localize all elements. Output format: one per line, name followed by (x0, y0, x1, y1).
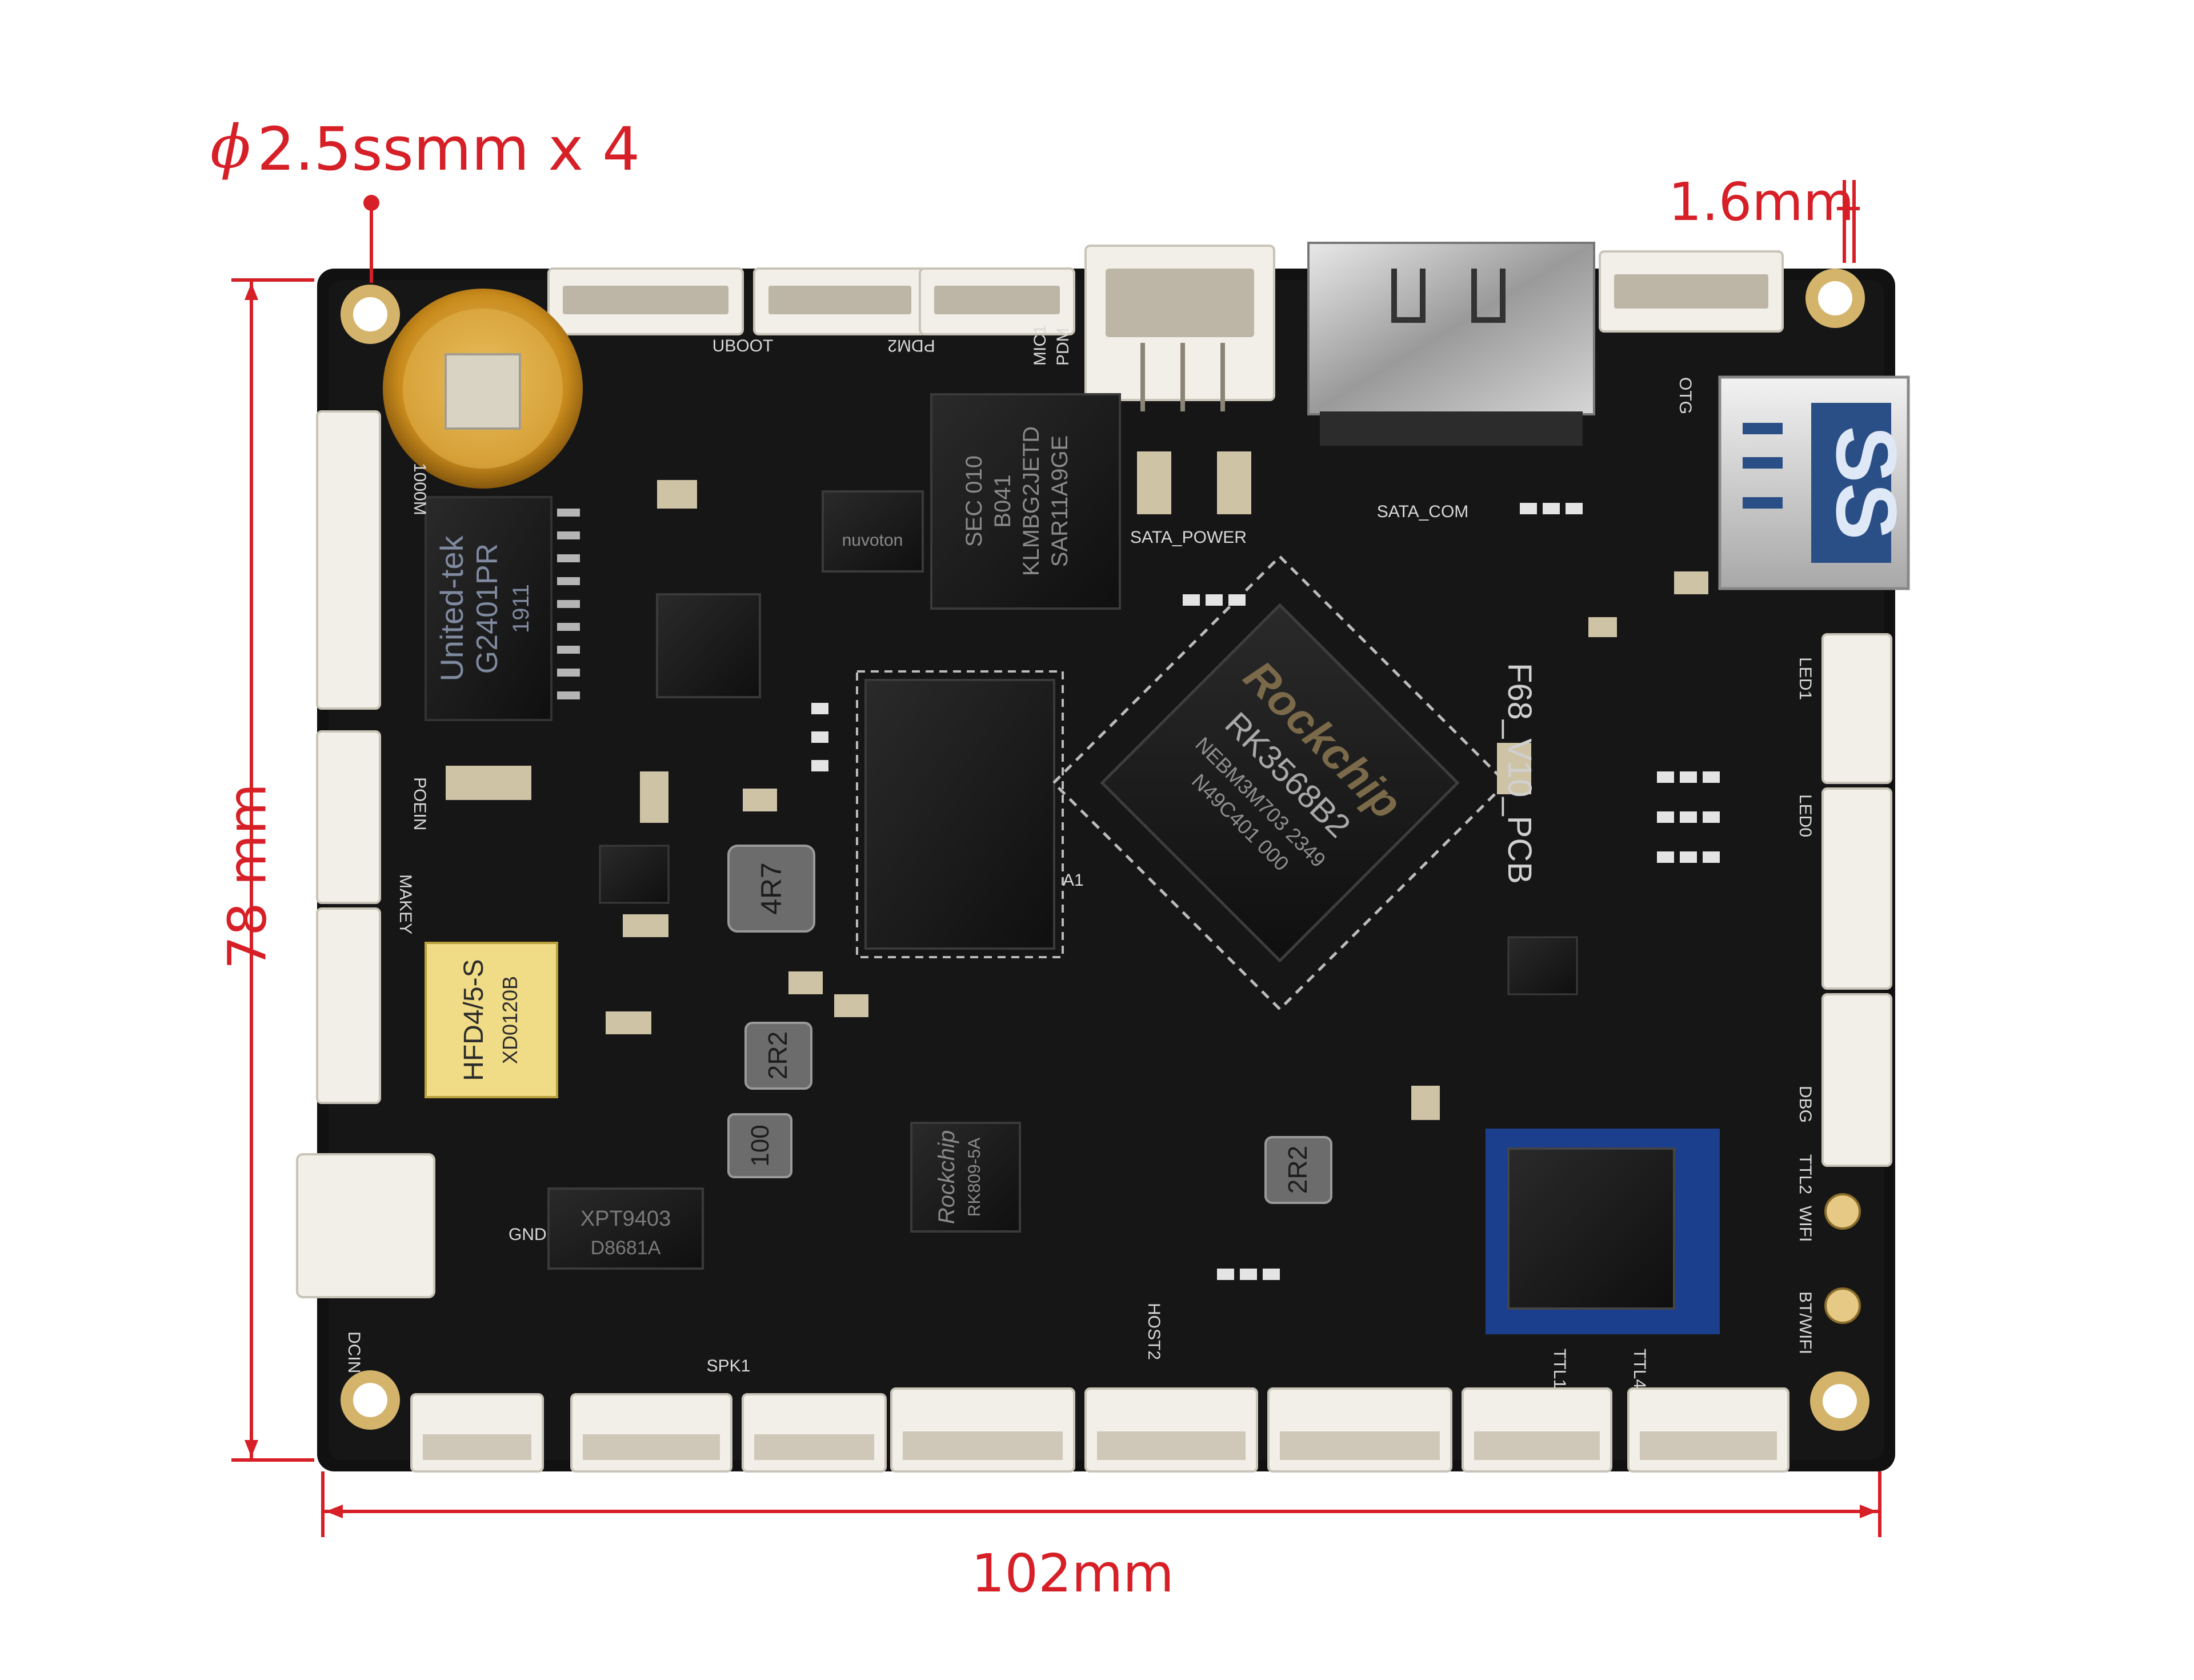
inductors (727, 845, 1332, 1204)
sata-connector (1307, 242, 1595, 446)
dimension-lines (231, 180, 1881, 1537)
mounting-hole-top-left (341, 285, 400, 344)
inductor-100-text: 100 (746, 1125, 774, 1166)
antenna-connectors (1824, 1193, 1861, 1324)
right-connectors (1821, 633, 1892, 1167)
inductor-4r7-text: 4R7 (755, 862, 787, 915)
height-dimension-label: 78 mm (217, 783, 278, 970)
emmc-line2-text: B041 (990, 474, 1015, 527)
emmc-line1-text: SEC 010 (962, 455, 987, 547)
silk-uboot: UBOOT (712, 337, 774, 355)
inductor-2r2-left-text: 2R2 (763, 1031, 792, 1079)
phy-brand-text: nuvoton (842, 531, 903, 550)
ethernet-phy (656, 593, 761, 698)
silk-sata-com: SATA_COM (1377, 502, 1469, 521)
silk-otg: OTG (1676, 377, 1695, 414)
ethernet-magnetics (425, 496, 580, 721)
magnetics-model-text: G2401PR (471, 543, 504, 674)
mounting-hole-top-right (1805, 269, 1865, 328)
relay-model-text: HFD4/5-S (459, 959, 489, 1081)
silk-dcin: DCIN (345, 1331, 363, 1373)
emmc-line4-text: SAR11A9GE (1047, 435, 1072, 567)
silk-dbg: DBG (1796, 1086, 1815, 1123)
amplifier-chip (547, 1187, 704, 1270)
emmc-chip (930, 393, 1121, 610)
silk-board-name: F68_V10_PCB (1501, 663, 1538, 884)
amp-code-text: D8681A (591, 1237, 661, 1259)
diameter-symbol: ϕ (210, 112, 251, 182)
resistor-arrays (811, 503, 1720, 1280)
left-connectors (296, 410, 435, 1298)
svg-text:SS: SS (1819, 426, 1915, 540)
silk-1000m: 1000M (410, 463, 429, 515)
width-dimension-label: 102mm (971, 1543, 1174, 1604)
amp-model-text: XPT9403 (580, 1207, 671, 1231)
usb3-connector: SS (1718, 375, 1915, 590)
usb-hub-chip (822, 490, 924, 573)
silk-a1: A1 (1063, 871, 1084, 890)
thickness-dimension-label: 1.6mm (1668, 171, 1855, 233)
silk-host2: HOST2 (1144, 1303, 1163, 1360)
silk-ttl1: TTL1 (1550, 1349, 1569, 1389)
silk-ttl4: TTL4 (1630, 1349, 1649, 1389)
mounting-hole-dimension-label: 2.5ssmm x 4 (257, 114, 640, 184)
silk-sata-power: SATA_POWER (1130, 528, 1247, 547)
silk-pdm2: PDM2 (887, 336, 935, 355)
silk-mic1: MIC1 (1031, 325, 1050, 366)
magnetics-brand-text: United-tek (434, 535, 470, 681)
silk-pdm: PDM (1054, 327, 1072, 366)
silk-bt-wifi: BT/WIFI (1796, 1291, 1815, 1354)
silk-makey: MAKEY (396, 874, 415, 934)
wifi-module (1486, 1129, 1720, 1334)
pmic-brand-text: Rockchip (934, 1130, 959, 1225)
relay (425, 942, 558, 1098)
silk-gnd: GND (509, 1225, 547, 1244)
smd-components (446, 451, 1708, 1120)
pmic-chip (910, 1122, 1021, 1233)
silk-wifi: WIFI (1796, 1206, 1815, 1242)
silk-led0: LED0 (1796, 794, 1815, 837)
silk-ttl2: TTL2 (1796, 1154, 1815, 1194)
ram-chip (864, 679, 1055, 950)
silk-led1: LED1 (1796, 657, 1815, 700)
coin-battery (383, 289, 583, 489)
inductor-2r2-right-text: 2R2 (1283, 1146, 1312, 1194)
pmic-model-text: RK809-5A (965, 1138, 984, 1217)
relay-code-text: XD0120B (498, 976, 522, 1064)
mounting-hole-bottom-right (1810, 1371, 1869, 1431)
silk-poein: POEIN (410, 777, 429, 830)
magnetics-code-text: 1911 (509, 584, 534, 633)
silk-spk1: SPK1 (707, 1357, 751, 1375)
mounting-hole-bottom-left (341, 1370, 400, 1430)
emmc-line3-text: KLMBG2JETD (1019, 426, 1044, 576)
